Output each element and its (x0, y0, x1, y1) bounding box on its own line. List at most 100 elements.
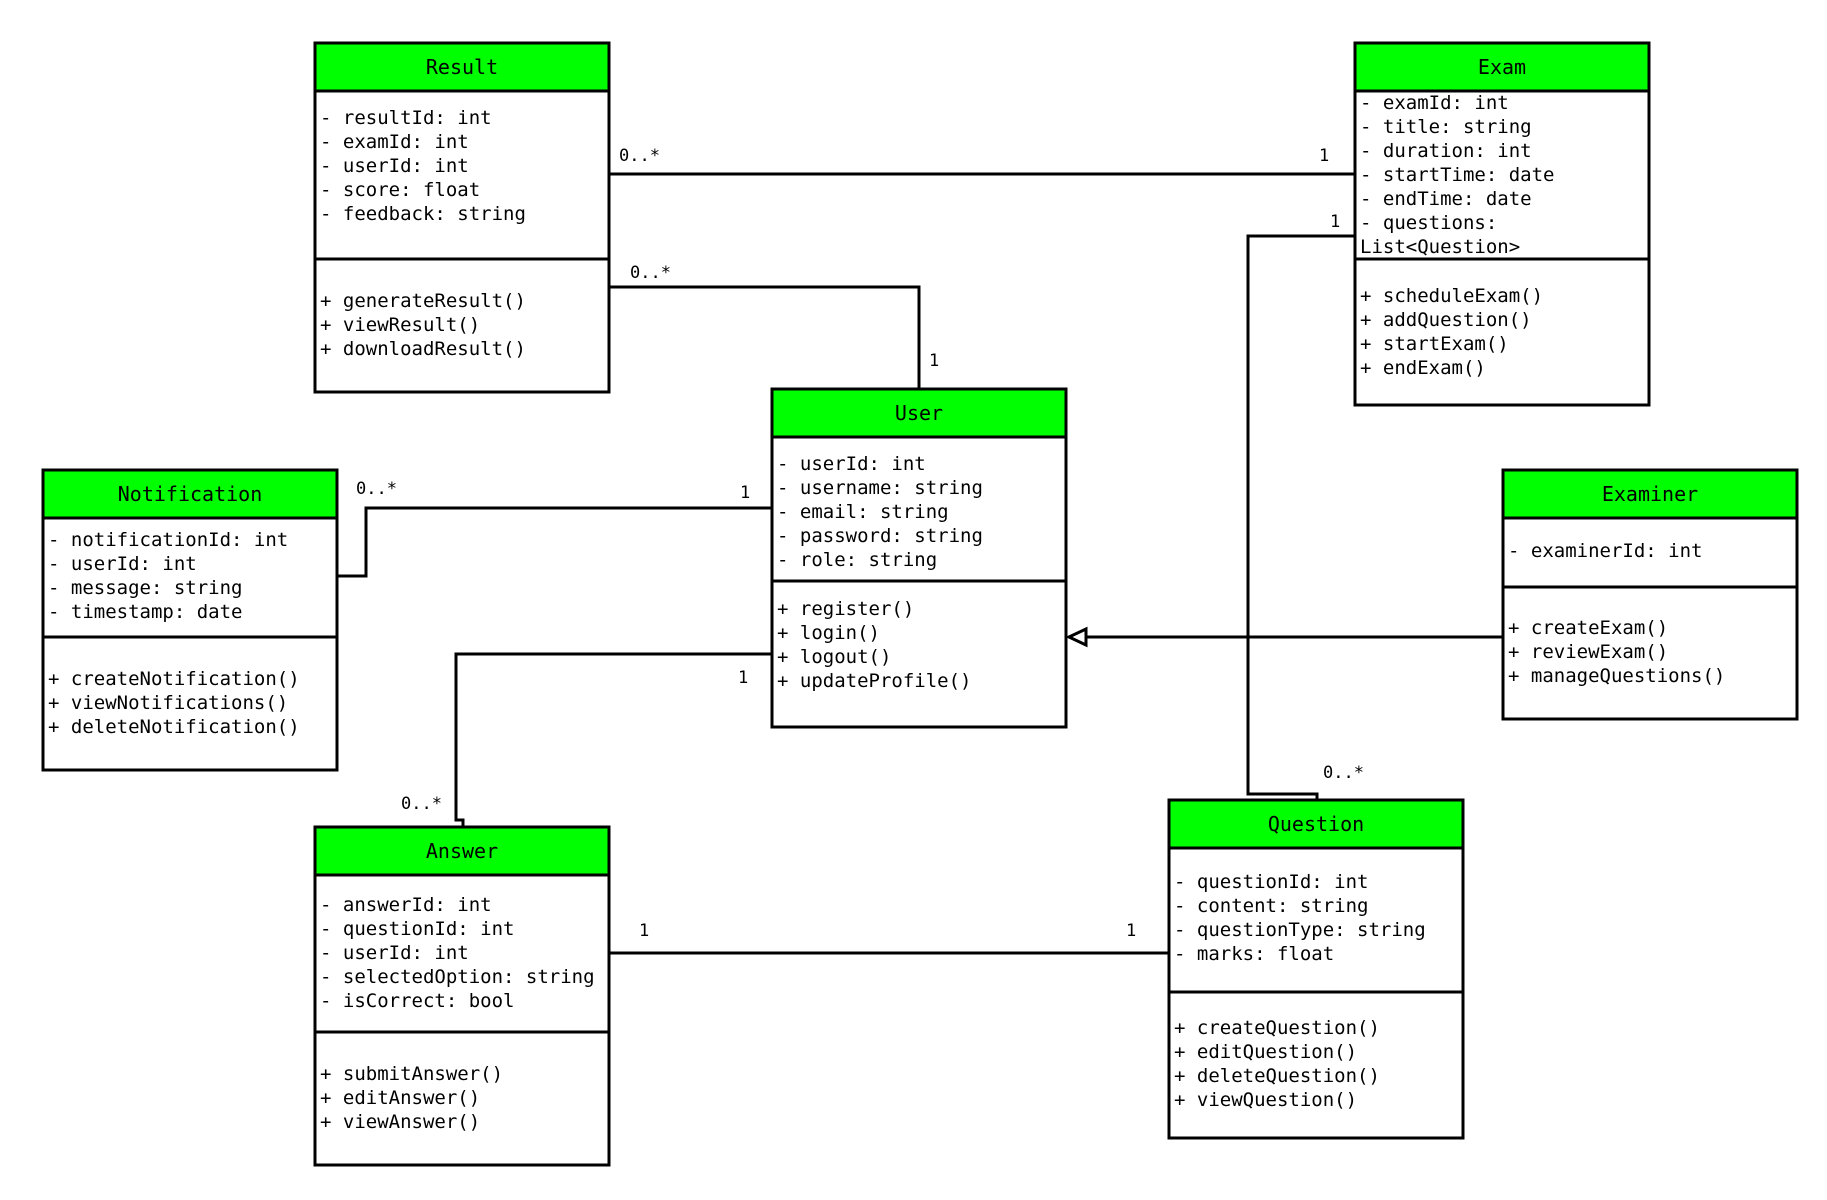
method-line: + deleteNotification() (48, 716, 300, 738)
attribute-list: - questionId: int- content: string- ques… (1174, 871, 1426, 965)
attribute-list: - examId: int- title: string- duration: … (1360, 92, 1554, 258)
attribute-line: - questionId: int (1174, 871, 1368, 893)
method-line: + submitAnswer() (320, 1063, 503, 1085)
class-exam[interactable]: Exam - examId: int- title: string- durat… (1353, 41, 1651, 407)
attribute-list: - userId: int- username: string- email: … (777, 453, 983, 571)
method-list: + generateResult()+ viewResult()+ downlo… (320, 290, 526, 360)
attribute-list: - examinerId: int (1508, 540, 1702, 562)
attribute-line: - examinerId: int (1508, 540, 1702, 562)
class-header (313, 825, 611, 877)
attribute-list: - resultId: int- examId: int- userId: in… (320, 107, 526, 225)
generalization-arrowhead (1065, 626, 1088, 648)
assoc-notification-user[interactable] (337, 506, 772, 578)
class-user[interactable]: User - userId: int- username: string- em… (770, 387, 1068, 729)
attribute-line: - questions: (1360, 212, 1497, 234)
class-name: Result (426, 55, 498, 79)
method-line: + deleteQuestion() (1174, 1065, 1380, 1087)
method-line: + createQuestion() (1174, 1017, 1380, 1039)
class-header (313, 41, 611, 93)
method-line: + createExam() (1508, 617, 1668, 639)
class-header (41, 468, 339, 520)
mult-result-user-result: 0..* (630, 263, 671, 283)
method-list: + createNotification()+ viewNotification… (48, 668, 300, 738)
method-line: + downloadResult() (320, 338, 526, 360)
attribute-line: - role: string (777, 549, 937, 571)
method-list: + createQuestion()+ editQuestion()+ dele… (1174, 1017, 1380, 1111)
class-name: Examiner (1602, 482, 1698, 506)
class-question[interactable]: Question - questionId: int- content: str… (1167, 798, 1465, 1140)
associations (337, 172, 1503, 955)
mult-result-exam-result: 0..* (619, 146, 660, 166)
method-line: + endExam() (1360, 357, 1486, 379)
attribute-list: - answerId: int- questionId: int- userId… (320, 894, 595, 1012)
attribute-line: - marks: float (1174, 943, 1334, 965)
method-line: + generateResult() (320, 290, 526, 312)
method-line: + logout() (777, 646, 891, 668)
class-answer[interactable]: Answer - answerId: int- questionId: int-… (313, 825, 611, 1167)
class-result[interactable]: Result - resultId: int- examId: int- use… (313, 41, 611, 394)
method-line: + scheduleExam() (1360, 285, 1543, 307)
method-list: + createExam()+ reviewExam()+ manageQues… (1508, 617, 1725, 687)
method-line: + viewQuestion() (1174, 1089, 1357, 1111)
attribute-line: - notificationId: int (48, 529, 288, 551)
attribute-line: - questionId: int (320, 918, 514, 940)
attribute-line: - userId: int (320, 942, 469, 964)
class-name: User (895, 401, 943, 425)
method-line: + editQuestion() (1174, 1041, 1357, 1063)
method-line: + login() (777, 622, 880, 644)
class-header (1167, 798, 1465, 850)
class-name: Exam (1478, 55, 1526, 79)
method-line: + updateProfile() (777, 670, 971, 692)
attribute-line: - userId: int (777, 453, 926, 475)
mult-result-exam-exam: 1 (1319, 146, 1329, 166)
mult-answer-user-user: 1 (738, 668, 748, 688)
attribute-line: - selectedOption: string (320, 966, 595, 988)
method-line: + viewResult() (320, 314, 480, 336)
attribute-line: - examId: int (320, 131, 469, 153)
attribute-line: - endTime: date (1360, 188, 1532, 210)
attribute-line: - startTime: date (1360, 164, 1554, 186)
attribute-line: - userId: int (48, 553, 197, 575)
class-name: Answer (426, 839, 498, 863)
method-list: + scheduleExam()+ addQuestion()+ startEx… (1360, 285, 1543, 379)
mult-exam-question-exam: 1 (1330, 212, 1340, 232)
attribute-list: - notificationId: int- userId: int- mess… (48, 529, 288, 623)
class-name: Notification (118, 482, 263, 506)
attribute-line: - examId: int (1360, 92, 1509, 114)
class-header (1501, 468, 1799, 520)
attribute-line: - feedback: string (320, 203, 526, 225)
attribute-line: - userId: int (320, 155, 469, 177)
method-line: + editAnswer() (320, 1087, 480, 1109)
mult-answer-question-answer: 1 (639, 921, 649, 941)
assoc-answer-user[interactable] (454, 652, 772, 827)
attribute-line: - duration: int (1360, 140, 1532, 162)
attribute-line: - resultId: int (320, 107, 492, 129)
method-list: + register()+ login()+ logout()+ updateP… (777, 598, 971, 692)
assoc-exam-question[interactable] (1246, 234, 1355, 800)
method-line: + viewNotifications() (48, 692, 288, 714)
method-line: + register() (777, 598, 914, 620)
mult-notification-user-user: 1 (740, 483, 750, 503)
method-line: + viewAnswer() (320, 1111, 480, 1133)
attribute-line: - title: string (1360, 116, 1532, 138)
attribute-line: - questionType: string (1174, 919, 1426, 941)
attribute-line: - score: float (320, 179, 480, 201)
attribute-line: - answerId: int (320, 894, 492, 916)
method-line: + manageQuestions() (1508, 665, 1725, 687)
mult-answer-question-question: 1 (1126, 921, 1136, 941)
method-line: + reviewExam() (1508, 641, 1668, 663)
multiplicities: 0..* 1 0..* 1 0..* 1 1 0..* 1 1 1 0..* (356, 146, 1364, 941)
attribute-line: - isCorrect: bool (320, 990, 514, 1012)
attribute-line: - email: string (777, 501, 949, 523)
mult-notification-user-notification: 0..* (356, 479, 397, 499)
attribute-line: - username: string (777, 477, 983, 499)
mult-answer-user-answer: 0..* (401, 794, 442, 814)
class-notification[interactable]: Notification - notificationId: int- user… (41, 468, 339, 772)
assoc-result-user[interactable] (609, 285, 921, 389)
method-line: + startExam() (1360, 333, 1509, 355)
class-examiner[interactable]: Examiner - examinerId: int + createExam(… (1501, 468, 1799, 721)
method-list: + submitAnswer()+ editAnswer()+ viewAnsw… (320, 1063, 503, 1133)
attribute-line: List<Question> (1360, 236, 1520, 258)
method-line: + createNotification() (48, 668, 300, 690)
method-line: + addQuestion() (1360, 309, 1532, 331)
